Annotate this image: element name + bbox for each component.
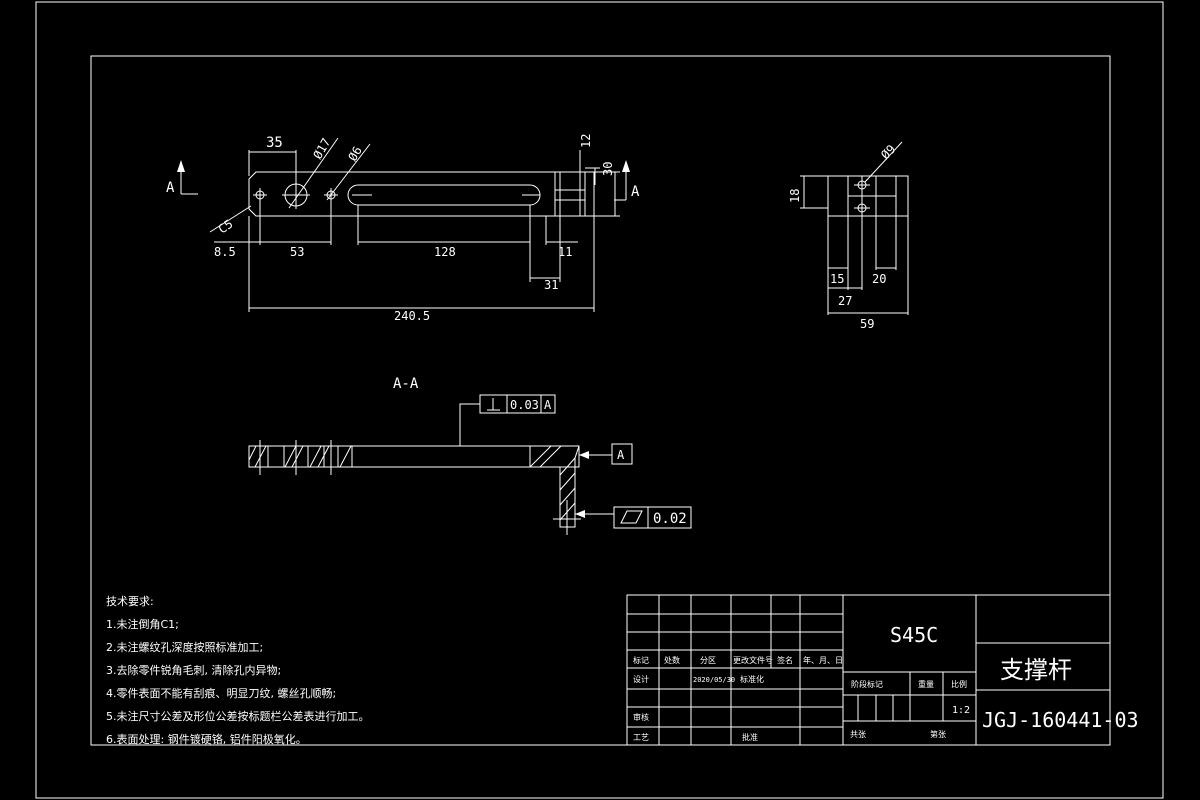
end-block-side (827, 175, 909, 217)
notes-title: 技术要求: (106, 595, 154, 608)
flatness-value: 0.02 (653, 511, 687, 527)
review-label: 审核 (633, 712, 649, 722)
dim-8-5: 8.5 (214, 245, 236, 259)
header-sign: 签名 (777, 655, 793, 665)
dim-59: 59 (860, 317, 874, 331)
dim-15: 15 (830, 272, 844, 286)
note-item: 1.未注倒角C1; (106, 618, 179, 631)
header-date: 年、月、日 (803, 655, 843, 665)
weight-label: 重量 (918, 679, 934, 689)
approve-label: 批准 (742, 732, 758, 742)
dim-11: 11 (558, 245, 572, 259)
top-view: A A 35 Ø17 Ø6 C5 12 30 (166, 134, 640, 323)
dim-dia17: Ø17 (310, 136, 333, 162)
section-title: A-A (393, 376, 419, 392)
dim-27: 27 (838, 294, 852, 308)
header-mark: 标记 (633, 655, 649, 665)
section-bar (248, 445, 580, 468)
material: S45C (890, 623, 938, 647)
perpendicularity-datum: A (544, 398, 552, 412)
dim-35: 35 (266, 135, 283, 151)
sheet-outer-border (35, 1, 1164, 799)
stage-mark-label: 阶段标记 (851, 679, 883, 689)
dim-240-5: 240.5 (394, 309, 430, 323)
side-view: Ø9 18 15 20 27 59 (788, 141, 909, 331)
dim-12: 12 (579, 134, 593, 148)
design-date: 2020/05/30 (693, 676, 735, 684)
scale-label: 比例 (951, 679, 967, 689)
scale-value: 1:2 (952, 705, 970, 716)
dim-dia6: Ø6 (345, 144, 364, 164)
dim-31: 31 (544, 278, 558, 292)
bar-outline (248, 171, 595, 217)
end-block (554, 171, 586, 217)
section-mark-left: A (166, 180, 175, 196)
note-item: 3.去除零件锐角毛刺, 清除孔内异物; (106, 664, 282, 677)
title-block: 标记 处数 分区 更改文件号 签名 年、月、日 设计 2020/05/30 标准… (626, 594, 1139, 746)
note-item: 4.零件表面不能有刮痕、明显刀纹, 螺丝孔顺畅; (106, 687, 337, 700)
drawing-number: JGJ-160441-03 (982, 708, 1139, 732)
technical-requirements: 技术要求: 1.未注倒角C1; 2.未注螺纹孔深度按照标准加工; 3.去除零件锐… (106, 590, 370, 751)
dim-128: 128 (434, 245, 456, 259)
section-mark-right: A (631, 184, 640, 200)
slot (347, 184, 541, 206)
sheet-inner-frame (90, 55, 1111, 746)
dim-30: 30 (601, 162, 615, 176)
section-view: A-A (248, 376, 692, 535)
header-zone: 分区 (700, 656, 716, 665)
process-label: 工艺 (633, 733, 649, 742)
sheet-number: 第张 (930, 729, 946, 739)
dim-dia9: Ø9 (878, 142, 898, 162)
design-label: 设计 (633, 674, 649, 684)
dim-18: 18 (788, 189, 802, 203)
datum-label: A (617, 448, 625, 462)
perpendicularity-value: 0.03 (510, 398, 539, 412)
sheets-total: 共张 (850, 730, 866, 739)
dim-c5: C5 (216, 217, 236, 237)
dim-20: 20 (872, 272, 886, 286)
perpendicularity-frame (479, 394, 556, 414)
dim-53: 53 (290, 245, 304, 259)
note-item: 5.未注尺寸公差及形位公差按标题栏公差表进行加工。 (106, 710, 370, 723)
part-name: 支撑杆 (1000, 656, 1072, 684)
note-item: 2.未注螺纹孔深度按照标准加工; (106, 641, 264, 654)
header-change-doc: 更改文件号 (733, 655, 773, 665)
section-leg (559, 445, 580, 528)
header-count: 处数 (664, 655, 680, 665)
standardization-label: 标准化 (740, 674, 764, 684)
datum-box (611, 443, 633, 465)
flatness-frame (613, 506, 692, 529)
note-item: 6.表面处理: 钢件镀硬铬, 铝件阳极氧化。 (106, 733, 307, 746)
